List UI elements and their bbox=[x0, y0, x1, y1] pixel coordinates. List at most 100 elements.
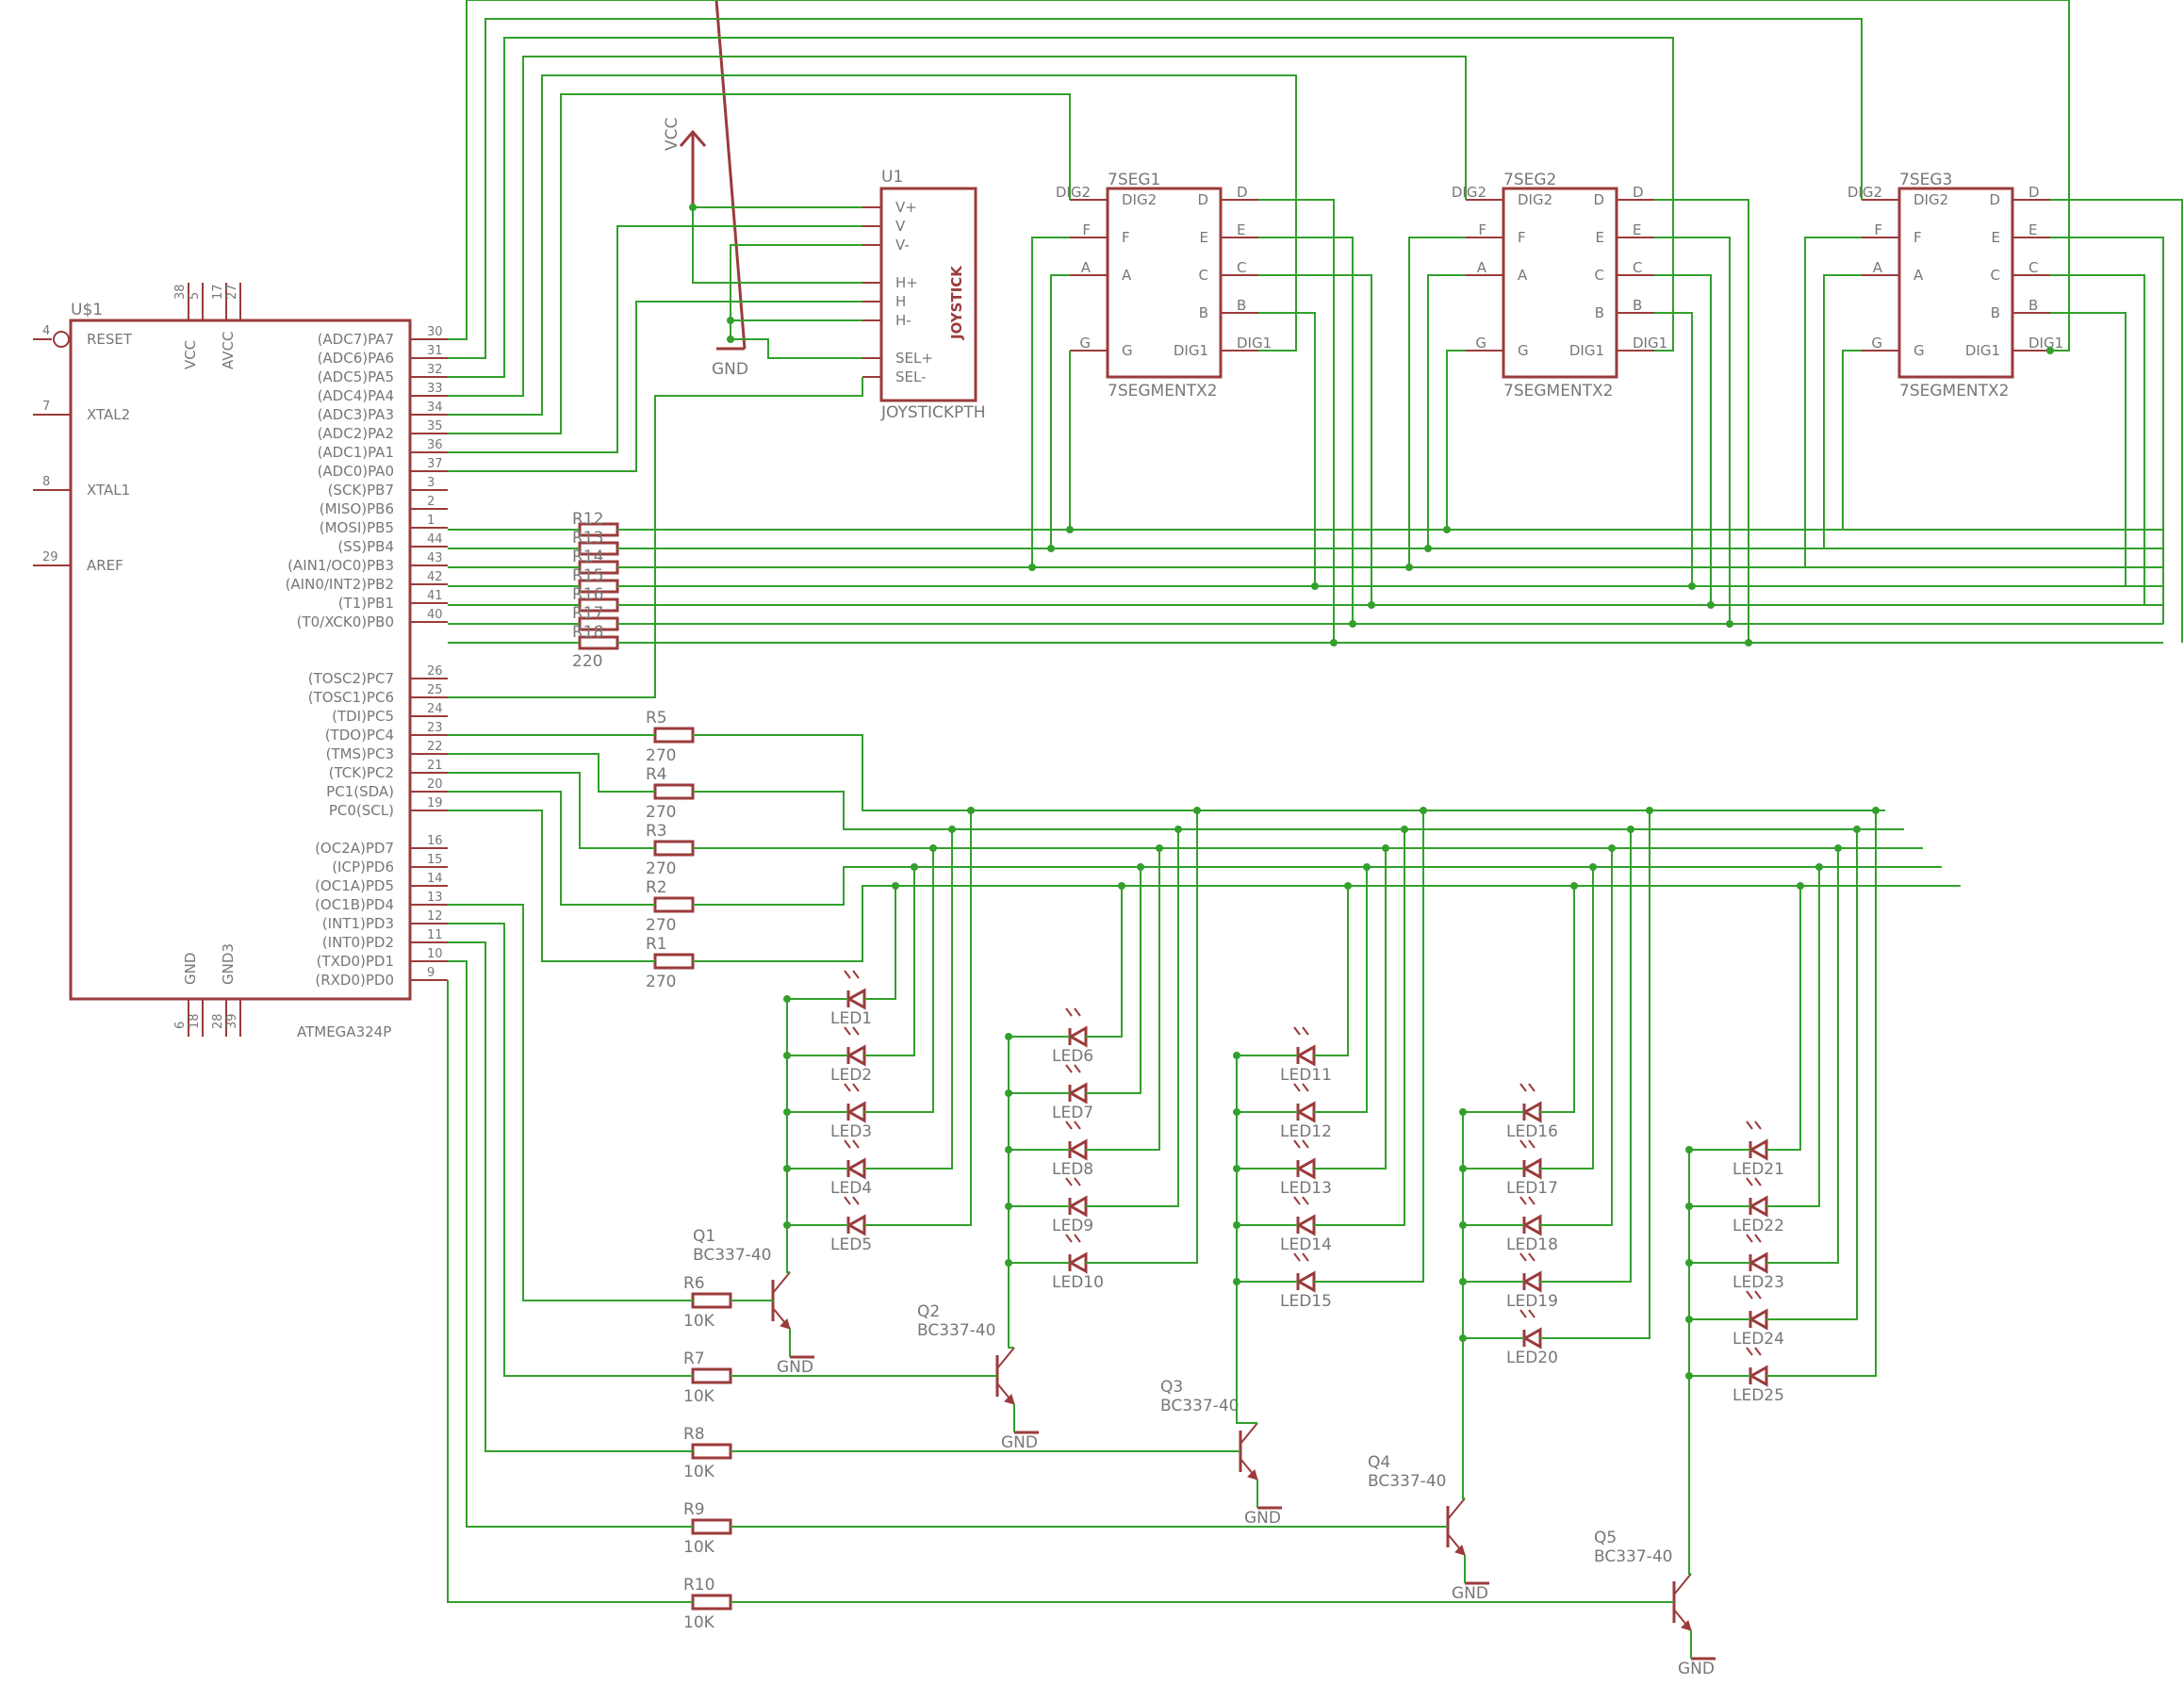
mcu-pin-number: 9 bbox=[427, 966, 435, 980]
junction-dot bbox=[1382, 844, 1389, 852]
led-emission-ray bbox=[1528, 1083, 1535, 1092]
transistor-emitter-arrow bbox=[780, 1318, 791, 1330]
mcu-pin-label: (ADC7)PA7 bbox=[318, 331, 394, 348]
seven-segment-outer-label: F bbox=[1478, 221, 1486, 238]
seven-segment-outer-label: E bbox=[1237, 221, 1245, 238]
transistor-ground-label: GND bbox=[1001, 1433, 1038, 1452]
junction-dot bbox=[783, 1052, 791, 1059]
junction-dot bbox=[1688, 582, 1696, 590]
mcu-pin-label: (TOSC1)PC6 bbox=[308, 689, 394, 706]
junction-dot bbox=[1028, 564, 1036, 571]
segment-resistor-name: R13 bbox=[572, 529, 603, 548]
junction-dot bbox=[1363, 863, 1371, 871]
junction-dot bbox=[1401, 826, 1408, 833]
transistor-value: BC337-40 bbox=[1160, 1397, 1239, 1415]
led-emission-ray bbox=[1519, 1139, 1527, 1149]
reset-inversion-bubble bbox=[53, 331, 70, 348]
led-label: LED5 bbox=[830, 1235, 872, 1254]
junction-dot bbox=[1707, 601, 1715, 609]
mcu-pin-label: (OC1A)PD5 bbox=[315, 877, 394, 894]
junction-dot bbox=[1685, 1316, 1693, 1323]
led-body bbox=[1521, 1327, 1542, 1350]
wire bbox=[448, 225, 862, 453]
led-emission-ray bbox=[844, 1026, 851, 1036]
led-emission-ray bbox=[1519, 1252, 1527, 1262]
mcu-pin-label: (TMS)PC3 bbox=[326, 745, 394, 762]
led-emission-ray bbox=[1074, 1007, 1081, 1017]
mcu-pin-label: PC1(SDA) bbox=[326, 783, 394, 800]
led-label: LED19 bbox=[1506, 1292, 1558, 1311]
wire bbox=[1540, 829, 1632, 1283]
row-resistor-name: R4 bbox=[646, 765, 667, 784]
mcu-pin-label: (INT1)PD3 bbox=[322, 915, 394, 932]
seven-segment-value: 7SEGMENTX2 bbox=[1108, 382, 1218, 401]
mcu-pin-label: (SCK)PB7 bbox=[328, 482, 394, 499]
vcc-symbol: VCC bbox=[663, 118, 707, 207]
led-body bbox=[1521, 1101, 1542, 1123]
row-resistor bbox=[653, 896, 695, 913]
mcu-pin-number: 44 bbox=[427, 532, 443, 547]
mcu-pin-label: (ICP)PD6 bbox=[332, 859, 394, 875]
mcu-pin-label: (RXD0)PD0 bbox=[315, 972, 394, 989]
wire bbox=[1766, 867, 1820, 1207]
row-resistor-name: R5 bbox=[646, 709, 667, 728]
wire bbox=[1427, 274, 1466, 548]
led-emission-ray bbox=[1065, 1121, 1073, 1130]
led-emission-ray bbox=[1519, 1083, 1527, 1092]
wire bbox=[1540, 848, 1613, 1226]
mcu-pin-label: AVCC bbox=[220, 331, 237, 369]
mcu-pin-number: 35 bbox=[427, 419, 443, 434]
mcu-pin-number: 15 bbox=[427, 853, 443, 867]
wire bbox=[1086, 810, 1198, 1264]
led-body bbox=[846, 1044, 866, 1067]
junction-dot bbox=[1685, 1202, 1693, 1210]
junction-dot bbox=[1459, 1278, 1467, 1285]
row-resistor-value: 270 bbox=[646, 916, 676, 935]
wire bbox=[2050, 199, 2183, 643]
row-resistor bbox=[653, 840, 695, 857]
seven-segment-outer-label: DIG2 bbox=[1056, 184, 1091, 201]
mcu-pin-label: (INT0)PD2 bbox=[322, 934, 394, 951]
junction-dot bbox=[1745, 639, 1752, 646]
vcc-label: VCC bbox=[663, 118, 681, 151]
wire bbox=[1258, 274, 1372, 605]
seven-segment-inner-label: G bbox=[1913, 342, 1925, 359]
led-body bbox=[1521, 1270, 1542, 1293]
wire bbox=[1314, 867, 1368, 1113]
junction-dot bbox=[783, 1108, 791, 1116]
wire bbox=[864, 848, 934, 1113]
mcu-pin-number: 8 bbox=[42, 475, 50, 489]
junction-dot bbox=[783, 995, 791, 1003]
mcu-pin-label: (ADC1)PA1 bbox=[318, 444, 394, 461]
led-label: LED11 bbox=[1280, 1066, 1332, 1085]
led-label: LED12 bbox=[1280, 1122, 1332, 1141]
mcu-pin-number: 21 bbox=[427, 759, 443, 773]
wire bbox=[1462, 1338, 1465, 1499]
led-label: LED25 bbox=[1732, 1386, 1784, 1405]
mcu-pin-label: (TXD0)PD1 bbox=[317, 953, 394, 970]
wire bbox=[448, 960, 693, 1528]
mcu-pin-label: (MISO)PB6 bbox=[320, 500, 394, 517]
mcu-pin-label: RESET bbox=[87, 331, 133, 348]
mcu-pin-label: XTAL1 bbox=[87, 482, 130, 499]
base-resistor bbox=[691, 1292, 732, 1309]
mcu-pin-label: (TOSC2)PC7 bbox=[308, 670, 394, 687]
transistor-collector bbox=[772, 1271, 791, 1294]
seven-segment-value: 7SEGMENTX2 bbox=[1899, 382, 2010, 401]
wire bbox=[1086, 848, 1160, 1151]
transistor-collector bbox=[1673, 1573, 1692, 1595]
mcu-pin-label: (TDO)PC4 bbox=[325, 727, 394, 744]
wire bbox=[448, 93, 1071, 434]
seven-segment-outer-label: DIG1 bbox=[1237, 335, 1272, 352]
mcu-pin-number: 16 bbox=[427, 834, 443, 848]
mcu-pin-number: 12 bbox=[427, 909, 443, 924]
wire bbox=[448, 810, 655, 962]
base-resistor-name: R7 bbox=[683, 1350, 705, 1368]
joystick-value: JOYSTICKPTH bbox=[880, 403, 985, 422]
led-emission-ray bbox=[852, 1026, 860, 1036]
joystick-pin-label: V bbox=[895, 218, 906, 235]
seven-segment-inner-label: DIG2 bbox=[1913, 191, 1948, 208]
mcu-pin-number: 17 bbox=[211, 284, 225, 300]
